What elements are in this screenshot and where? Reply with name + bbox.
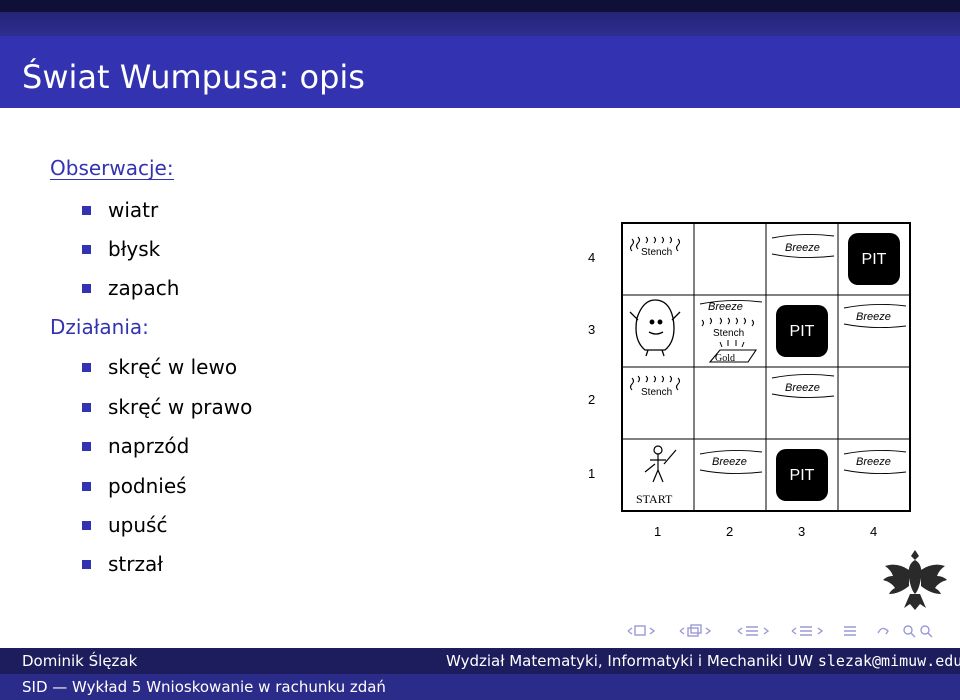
bullet-icon — [82, 244, 91, 254]
column-label: 3 — [798, 524, 805, 539]
action-label: strzał — [108, 552, 163, 576]
breeze-marker: Breeze — [699, 299, 763, 313]
pit-cell: PIT — [848, 233, 900, 285]
stench-marker: Stench — [629, 375, 681, 398]
navigation-symbols — [627, 624, 933, 638]
nav-align-icon[interactable] — [844, 626, 856, 636]
observation-label: zapach — [108, 276, 180, 300]
header-navigation-strip — [0, 12, 960, 36]
column-label: 2 — [726, 524, 733, 539]
footer-institution: Wydział Matematyki, Informatyki i Mechan… — [446, 652, 960, 670]
breeze-label: Breeze — [856, 456, 891, 468]
observations-heading: Obserwacje: — [50, 156, 174, 180]
pit-label: PIT — [790, 467, 815, 484]
nav-subsection-icon[interactable] — [679, 624, 712, 637]
row-label: 3 — [588, 322, 595, 337]
nav-section-icon[interactable] — [737, 626, 770, 636]
action-label: skręć w lewo — [108, 355, 238, 379]
start-label: START — [636, 492, 673, 506]
breeze-marker: Breeze — [843, 303, 907, 329]
breeze-label: Breeze — [785, 382, 820, 394]
observation-label: wiatr — [108, 198, 159, 222]
stench-label: Stench — [713, 328, 744, 339]
agent-icon — [644, 445, 677, 483]
action-item: skręć w lewo — [82, 355, 237, 379]
pit-cell: PIT — [776, 305, 828, 357]
institution-name: Wydział Matematyki, Informatyki i Mechan… — [446, 652, 814, 670]
breeze-label: Breeze — [785, 242, 820, 254]
footer-email: slezak@mimuw.edu.pl — [817, 652, 960, 670]
observation-label: błysk — [108, 237, 161, 261]
row-label: 1 — [588, 466, 595, 481]
action-item: upuść — [82, 513, 167, 537]
bullet-icon — [82, 283, 91, 293]
stench-label: Stench — [641, 387, 672, 398]
breeze-label: Breeze — [712, 456, 747, 468]
stench-marker: Stench — [701, 317, 755, 339]
gold-label: Gold — [715, 353, 735, 364]
action-item: strzał — [82, 552, 163, 576]
action-label: naprzód — [108, 434, 190, 458]
nav-back-icon[interactable] — [877, 627, 889, 635]
grid-lines — [622, 223, 910, 511]
stench-label: Stench — [641, 247, 672, 258]
action-item: podnieś — [82, 474, 187, 498]
column-label: 4 — [870, 524, 877, 539]
column-label: 1 — [654, 524, 661, 539]
header-top-strip — [0, 0, 960, 12]
nav-document-icon[interactable] — [791, 626, 824, 636]
footer-bar-top — [0, 648, 960, 674]
observation-item: wiatr — [82, 198, 158, 222]
stench-marker: Stench — [629, 236, 681, 258]
breeze-marker: Breeze — [699, 449, 763, 475]
bullet-icon — [82, 520, 91, 530]
title-bar — [0, 36, 960, 108]
eagle-emblem-icon — [883, 550, 947, 610]
action-item: skręć w prawo — [82, 395, 252, 419]
action-label: upuść — [108, 513, 168, 537]
footer-bar-bottom — [0, 674, 960, 700]
pit-label: PIT — [790, 323, 815, 340]
action-item: naprzód — [82, 434, 189, 458]
action-label: podnieś — [108, 474, 187, 498]
bullet-icon — [82, 402, 91, 412]
action-label: skręć w prawo — [108, 395, 253, 419]
pit-label: PIT — [862, 251, 887, 268]
footer-talk-title: SID — Wykład 5 Wnioskowanie w rachunku z… — [22, 678, 386, 696]
nav-frame-prev-icon[interactable] — [627, 625, 656, 636]
wumpus-icon — [629, 299, 681, 357]
slide-title: Świat Wumpusa: opis — [22, 58, 365, 96]
actions-heading: Działania: — [50, 315, 149, 339]
bullet-icon — [82, 362, 91, 372]
gold-icon: Gold — [708, 340, 758, 364]
bullet-icon — [82, 441, 91, 451]
wumpus-grid: 4 3 2 1 1 2 3 4 Stench Breeze PIT Breeze — [588, 222, 911, 539]
nav-search-icon[interactable] — [903, 625, 933, 638]
row-label: 4 — [588, 250, 595, 265]
breeze-label: Breeze — [708, 301, 743, 313]
breeze-marker: Breeze — [843, 449, 907, 475]
breeze-label: Breeze — [856, 311, 891, 323]
row-label: 2 — [588, 392, 595, 407]
observation-item: błysk — [82, 237, 160, 261]
breeze-marker: Breeze — [771, 233, 835, 259]
bullet-icon — [82, 481, 91, 491]
pit-cell: PIT — [776, 449, 828, 501]
observation-item: zapach — [82, 276, 179, 300]
breeze-marker: Breeze — [771, 373, 835, 399]
bullet-icon — [82, 205, 91, 215]
footer-author: Dominik Ślęzak — [22, 652, 138, 670]
bullet-icon — [82, 559, 91, 569]
